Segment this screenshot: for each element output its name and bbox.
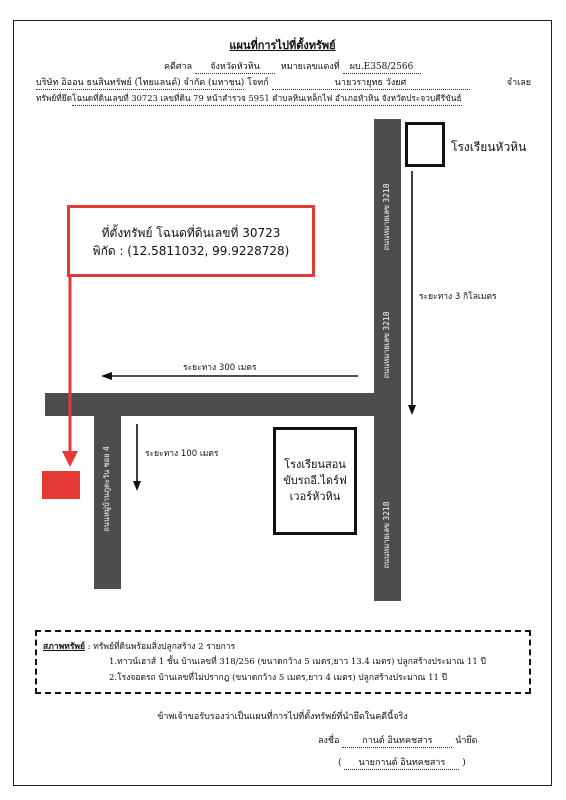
signature-line: ลงชื่อ กานต์ อินทคชสาร นำยึด xyxy=(318,733,478,748)
case-label: หมายเลขแดงที่ xyxy=(280,62,340,72)
property-callout: ที่ตั้งทรัพย์ โฉนดที่ดินเลขที่ 30723 พิก… xyxy=(67,205,315,277)
property-line: ทรัพย์ที่ยึดโฉนดที่ดินเลขที่ 30723 เลขที… xyxy=(36,91,462,106)
case-value: ผบ.E358/2566 xyxy=(342,59,421,74)
dist-100m-label: ระยะทาง 100 เมตร xyxy=(145,449,219,459)
printed-name: นายกานต์ อินทคชสาร xyxy=(344,755,460,770)
defendant-name: นายวรายุทธ วังยศ xyxy=(271,75,470,90)
driving-school-line3: เวอร์หัวหิน xyxy=(289,490,341,503)
property-value: โฉนดที่ดินเลขที่ 30723 เลขที่ดิน 79 หน้า… xyxy=(71,91,462,106)
school-huahin-marker xyxy=(405,122,445,167)
sign-value: กานต์ อินทคชสาร xyxy=(342,733,453,748)
certify-text: ข้าพเจ้าขอรับรองว่าเป็นแผนที่การไปที่ตั้… xyxy=(157,712,408,722)
arrow-100m xyxy=(133,424,141,491)
condition-label: สภาพทรัพย์ xyxy=(43,642,85,652)
dist-3km-label: ระยะทาง 3 กิโลเมตร xyxy=(419,292,497,302)
condition-box: สภาพทรัพย์ : ทรัพย์ที่ดินพร้อมสิ่งปลูกสร… xyxy=(35,630,531,694)
dist-300m-label: ระยะทาง 300 เมตร xyxy=(183,363,257,373)
condition-item2: 2.โรงจอดรถ บ้านเลขที่ไม่ปรากฎ (ขนาดกว้าง… xyxy=(109,673,448,683)
map-document: แผนที่การไปที่ตั้งทรัพย์ คดีศาล จังหวัดห… xyxy=(13,20,552,786)
driving-school-line2: ขับรถอี.ไดร์ฟ xyxy=(283,474,347,487)
arrow-3km xyxy=(408,171,416,415)
road-horizontal xyxy=(45,393,401,416)
condition-item1: 1.ทาวน์เฮาส์ 1 ชั้น บ้านเลขที่ 318/256 (… xyxy=(109,657,486,667)
defendant-label: จำเลย xyxy=(506,78,531,88)
name-close-paren: ) xyxy=(462,758,466,768)
plaintiff-label: โจทก์ xyxy=(247,78,269,88)
property-marker xyxy=(42,471,80,499)
road-soi-4 xyxy=(94,416,121,589)
court-label: คดีศาล xyxy=(164,62,193,72)
road-3218 xyxy=(374,119,401,601)
name-open-paren: ( xyxy=(338,758,342,768)
school-huahin-label: โรงเรียนหัวหิน xyxy=(451,140,527,154)
arrow-300m xyxy=(101,372,358,380)
document-title: แผนที่การไปที่ตั้งทรัพย์ xyxy=(229,39,336,52)
red-pointer-arrow xyxy=(62,277,78,467)
sign-label: ลงชื่อ xyxy=(318,736,340,746)
printed-name-line: ( นายกานต์ อินทคชสาร ) xyxy=(338,755,466,770)
plaintiff-name: บริษัท อิออน ธนสินทรัพย์ (ไทยแลนด์) จำกั… xyxy=(36,75,245,90)
property-label: ทรัพย์ที่ยึด xyxy=(36,93,72,103)
court-line: คดีศาล จังหวัดหัวหิน หมายเลขแดงที่ ผบ.E3… xyxy=(164,59,421,74)
map-arrows xyxy=(62,171,416,491)
callout-line2: พิกัด : (12.5811032, 99.9228728) xyxy=(92,244,290,258)
driving-school-box: โรงเรียนสอน ขับรถอี.ไดร์ฟ เวอร์หัวหิน xyxy=(273,427,357,535)
driving-school-line1: โรงเรียนสอน xyxy=(284,458,346,471)
court-value: จังหวัดหัวหิน xyxy=(195,59,276,74)
condition-intro: ทรัพย์ที่ดินพร้อมสิ่งปลูกสร้าง 2 รายการ xyxy=(93,642,236,652)
condition-header: สภาพทรัพย์ : ทรัพย์ที่ดินพร้อมสิ่งปลูกสร… xyxy=(43,642,236,652)
sign-role: นำยึด xyxy=(455,736,478,746)
parties-line: บริษัท อิออน ธนสินทรัพย์ (ไทยแลนด์) จำกั… xyxy=(36,75,531,90)
callout-line1: ที่ตั้งทรัพย์ โฉนดที่ดินเลขที่ 30723 xyxy=(101,226,281,240)
